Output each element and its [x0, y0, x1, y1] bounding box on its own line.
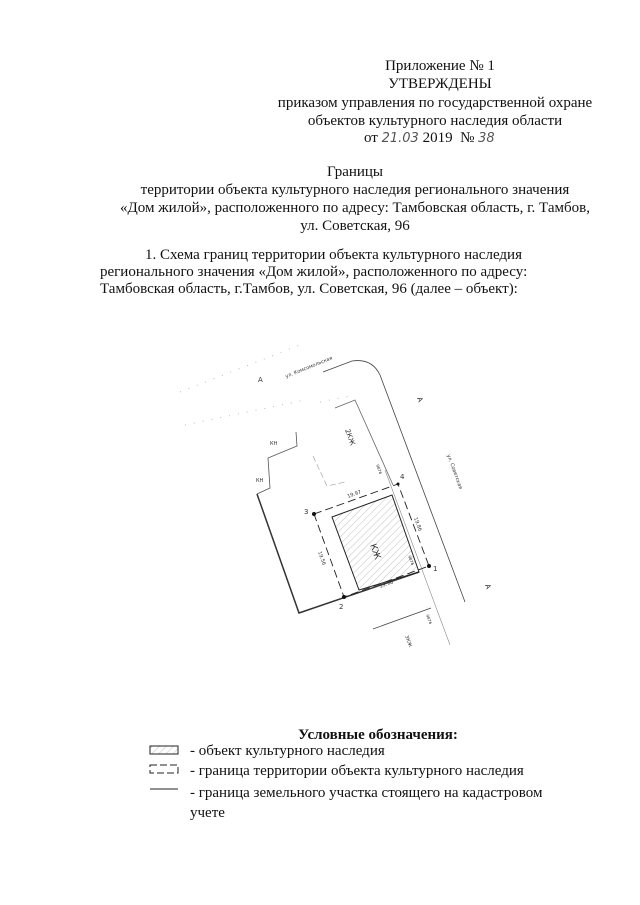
dimension-left: 19.56	[316, 551, 327, 567]
label-2kzh: 2КЖ	[343, 428, 356, 447]
boundary-points	[312, 482, 431, 599]
street-label-komsomolskaya: ул. Комсомольская	[285, 355, 334, 379]
handwritten-date: 21.03	[381, 131, 419, 146]
title-line1: Границы	[326, 164, 384, 180]
order-line2: объектов культурного наследия области	[307, 113, 563, 129]
cadastral-code: 9876	[425, 614, 433, 626]
road-edge	[322, 360, 466, 603]
zone-a-label: А	[415, 396, 424, 403]
order-line1: приказом управления по государственной о…	[277, 95, 593, 111]
point-1-label: 1	[433, 565, 437, 573]
label-kn: КН	[256, 478, 264, 484]
parcel-line	[384, 469, 451, 646]
legend-symbols	[149, 745, 179, 790]
legend-title: Условные обозначения:	[298, 727, 458, 743]
heritage-object-building	[331, 494, 420, 591]
dimension-top: 19.97	[347, 489, 363, 500]
dotted-lines	[179, 342, 351, 426]
approved-label: УТВЕРЖДЕНЫ	[388, 76, 492, 92]
paragraph-1: 1. Схема границ территории объекта культ…	[100, 247, 528, 297]
cadastral-parcel-boundary	[256, 493, 420, 614]
title-line3: «Дом жилой», расположенного по адресу: Т…	[120, 200, 590, 216]
order-date: от 21.03 2019 № 38	[364, 130, 495, 146]
heritage-object-symbol	[149, 745, 179, 755]
street-label-sovetskaya: ул. Советская	[445, 454, 463, 491]
point-2-label: 2	[339, 603, 343, 611]
legend-item-1: - объект культурного наследия	[190, 743, 385, 759]
point-4-label: 4	[400, 473, 405, 481]
point-3-label: 3	[304, 508, 308, 516]
territory-boundary-symbol	[149, 764, 179, 774]
handwritten-number: 38	[478, 131, 495, 146]
zone-a-label: А	[483, 583, 492, 590]
label-kn: КН	[270, 441, 278, 447]
building-2kzh	[334, 399, 394, 486]
dimension-right: 19.86	[412, 517, 423, 533]
label-3kzh: 3КЖ	[403, 635, 413, 649]
title-line4: ул. Советская, 96	[300, 218, 410, 234]
legend-item-3: - граница земельного участка стоящего на…	[190, 785, 543, 801]
appendix-label: Приложение № 1	[385, 58, 495, 74]
cadastral-code: 9876	[375, 464, 383, 476]
legend-item-2: - граница территории объекта культурного…	[190, 763, 524, 779]
cadastral-code: 9876	[407, 555, 415, 567]
legend-item-3-cont: учете	[190, 805, 225, 821]
title-line2: территории объекта культурного наследия …	[140, 182, 570, 198]
neighbor-parcel	[256, 431, 298, 495]
zone-a-label: А	[258, 376, 263, 384]
dimension-bottom: 19.98	[379, 579, 395, 590]
